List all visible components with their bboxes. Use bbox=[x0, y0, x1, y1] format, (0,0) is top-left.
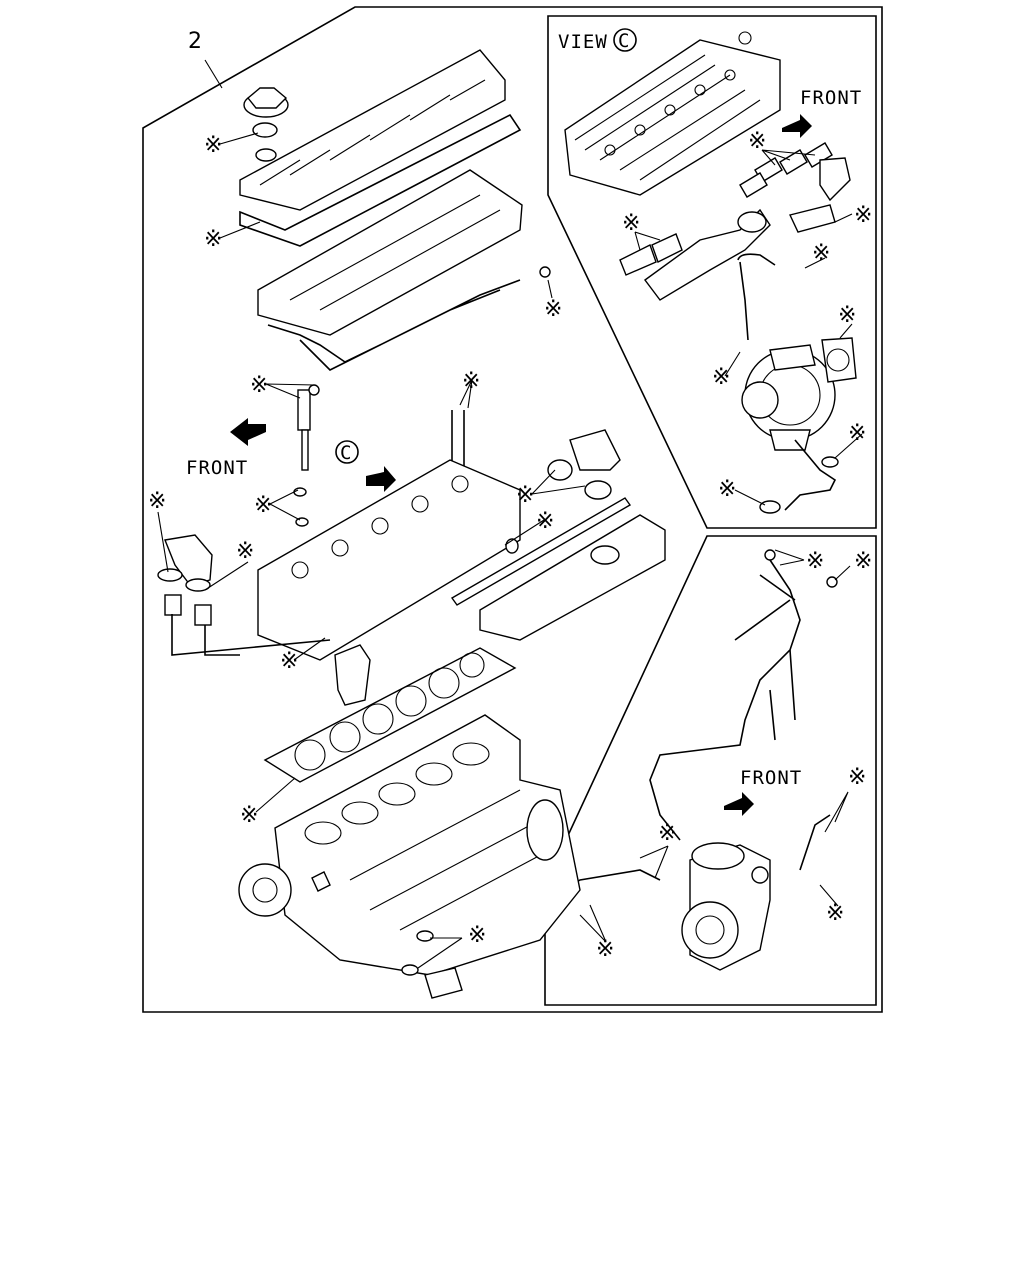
main-engine-view: FRONT C bbox=[148, 49, 666, 999]
front-arrow-compressor bbox=[724, 792, 754, 816]
sensor bbox=[311, 871, 331, 892]
engine-block bbox=[274, 714, 581, 976]
turbo-flange-gasket bbox=[821, 337, 857, 383]
asterisk-mark: ※ bbox=[280, 649, 298, 674]
pipe-nut bbox=[539, 266, 551, 278]
asterisk-mark: ※ bbox=[806, 549, 824, 574]
asterisk-mark: ※ bbox=[148, 489, 166, 514]
asterisk-mark: ※ bbox=[254, 493, 272, 518]
asterisk-mark: ※ bbox=[854, 549, 872, 574]
cylinder-head bbox=[257, 459, 521, 661]
oil-return-gasket bbox=[821, 456, 839, 468]
item-number: 2 bbox=[188, 29, 202, 54]
air-compressor bbox=[681, 842, 771, 971]
head-cover-gasket bbox=[239, 113, 522, 247]
cylinder-head-gasket bbox=[263, 647, 517, 783]
asterisk-mark: ※ bbox=[718, 477, 736, 502]
asterisk-mark: ※ bbox=[536, 509, 554, 534]
asterisk-mark: ※ bbox=[812, 241, 830, 266]
asterisk-mark: ※ bbox=[848, 421, 866, 446]
turbo-oil-feed-line bbox=[737, 253, 776, 341]
oil-return-gasket-lower bbox=[759, 500, 781, 514]
intake-pipe bbox=[644, 157, 851, 301]
asterisk-mark: ※ bbox=[854, 203, 872, 228]
crank-pulley bbox=[238, 863, 292, 917]
view-circle bbox=[613, 28, 637, 52]
turbocharger bbox=[741, 344, 836, 451]
exhaust-gaskets bbox=[739, 142, 833, 198]
asterisk-mark: ※ bbox=[658, 821, 676, 846]
pipe-branches bbox=[734, 574, 796, 741]
asterisk-mark: ※ bbox=[204, 227, 222, 252]
callout-letter: C bbox=[340, 442, 352, 464]
asterisk-mark: ※ bbox=[838, 303, 856, 328]
front-label-view-c: FRONT bbox=[800, 87, 862, 109]
asterisk-mark: ※ bbox=[622, 211, 640, 236]
asterisk-mark: ※ bbox=[826, 901, 844, 926]
cylinder-head-view-c bbox=[564, 31, 781, 196]
asterisk-mark: ※ bbox=[240, 803, 258, 828]
view-circle-letter: C bbox=[618, 30, 630, 52]
studs bbox=[451, 410, 465, 470]
compressor-panel: FRONT ※ ※ ※ ※ ※ ※ bbox=[544, 535, 877, 1006]
asterisk-mark: ※ bbox=[250, 373, 268, 398]
turbo-oil-return-pipe bbox=[784, 439, 837, 511]
view-c-panel: VIEW C FRONT bbox=[547, 15, 877, 529]
kit-frame: 2 bbox=[142, 6, 883, 1013]
camshaft-carrier bbox=[257, 169, 523, 336]
intake-manifold bbox=[479, 514, 666, 641]
asterisk-mark: ※ bbox=[848, 765, 866, 790]
banjo-bolt bbox=[764, 549, 776, 561]
air-pipe bbox=[649, 559, 801, 841]
asterisk-mark: ※ bbox=[596, 937, 614, 962]
asterisk-mark: ※ bbox=[544, 297, 562, 322]
front-label-compressor: FRONT bbox=[740, 767, 802, 789]
direction-arrow bbox=[366, 466, 396, 492]
o-ring bbox=[416, 930, 434, 942]
throttle-body bbox=[547, 429, 621, 500]
injector-pipes bbox=[267, 279, 521, 371]
water-outlet-pipe bbox=[334, 644, 371, 706]
oil-pressure-sensor bbox=[424, 967, 463, 999]
thermostat-housing bbox=[157, 534, 213, 626]
oil-filler-cap bbox=[243, 87, 289, 162]
asterisk-mark: ※ bbox=[204, 133, 222, 158]
callout-circle bbox=[335, 440, 359, 464]
front-label-main: FRONT bbox=[186, 457, 248, 479]
front-arrow-main bbox=[230, 418, 266, 446]
thermostat-leader bbox=[171, 614, 331, 656]
view-label: VIEW bbox=[558, 31, 608, 53]
cylinder-head-cover bbox=[239, 49, 506, 211]
asterisk-mark: ※ bbox=[712, 365, 730, 390]
asterisk-mark: ※ bbox=[516, 483, 534, 508]
asterisk-mark: ※ bbox=[748, 129, 766, 154]
intake-manifold-gasket bbox=[450, 497, 632, 606]
front-arrow-view-c bbox=[782, 114, 812, 138]
compressor-pipe-right bbox=[799, 814, 831, 871]
nut bbox=[826, 576, 838, 588]
o-ring bbox=[401, 964, 419, 976]
asterisk-mark: ※ bbox=[468, 923, 486, 948]
asterisk-mark: ※ bbox=[236, 539, 254, 564]
injector-seals bbox=[293, 487, 309, 527]
injector bbox=[297, 384, 320, 471]
